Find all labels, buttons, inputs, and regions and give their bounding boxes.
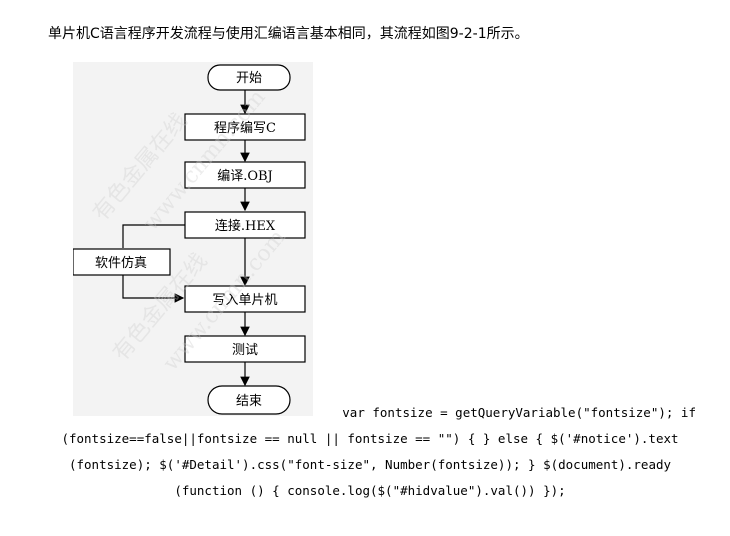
burn-node — [184, 285, 306, 313]
intro-text: 单片机C语言程序开发流程与使用汇编语言基本相同，其流程如图9-2-1所示。 — [48, 26, 529, 42]
flowchart-figure: 开始 程序编写C 编译.OBJ 连接.HEX 软件仿真 写入单片机 测试 结束 … — [73, 62, 313, 416]
link-node — [184, 211, 306, 239]
simulate-label: 软件仿真 — [95, 256, 147, 271]
simulate-node — [73, 248, 171, 276]
code-line: (function () { console.log($("#hidvalue"… — [174, 483, 566, 498]
test-node — [184, 335, 306, 363]
burn-label: 写入单片机 — [212, 293, 277, 308]
compile-node — [184, 161, 306, 189]
compile-label: 编译.OBJ — [217, 169, 273, 184]
code-line: (fontsize); $('#Detail').css("font-size"… — [68, 457, 672, 472]
start-label: 开始 — [236, 71, 262, 86]
end-label: 结束 — [236, 394, 262, 409]
code-line: (fontsize==false||fontsize == null || fo… — [61, 431, 679, 446]
code-line: var fontsize = getQueryVariable("fontsiz… — [342, 405, 696, 420]
test-label: 测试 — [232, 343, 258, 358]
start-node — [207, 64, 291, 91]
write-label: 程序编写C — [214, 121, 276, 136]
link-label: 连接.HEX — [215, 218, 276, 234]
write-node — [184, 113, 306, 141]
code-text: var fontsize = getQueryVariable("fontsiz… — [30, 400, 710, 504]
end-node — [207, 385, 291, 415]
